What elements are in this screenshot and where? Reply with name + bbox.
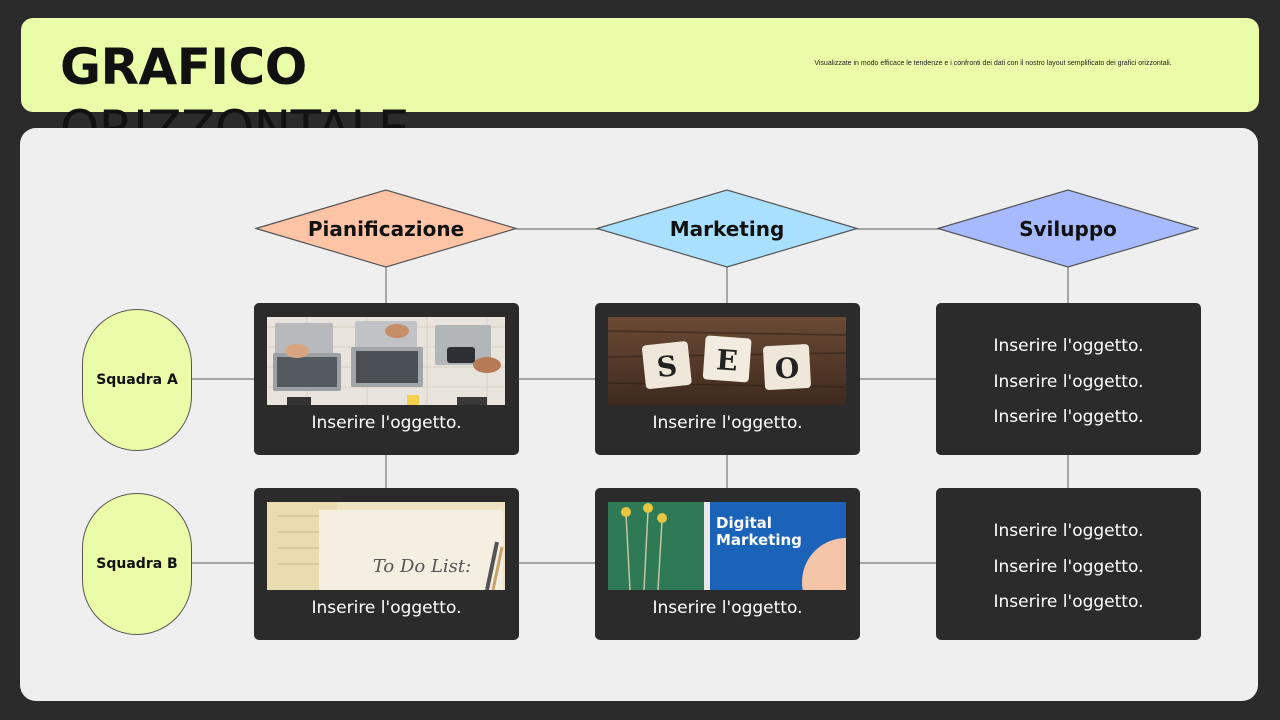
list-item: Inserire l'oggetto. [993, 336, 1144, 356]
column-label: Pianificazione [307, 216, 465, 241]
card-b-pianificazione: To Do List: Inserire l'oggetto. [254, 488, 519, 640]
todo-text: To Do List: [373, 556, 471, 577]
card-caption: Inserire l'oggetto. [652, 598, 803, 618]
card-b-marketing: Digital Marketing Inserire l'oggetto. [595, 488, 860, 640]
card-caption: Inserire l'oggetto. [652, 413, 803, 433]
card-b-sviluppo: Inserire l'oggetto. Inserire l'oggetto. … [936, 488, 1201, 640]
diamond-fill-2 [937, 189, 1199, 268]
list-item: Inserire l'oggetto. [993, 371, 1144, 392]
digital-marketing-illustration: Digital Marketing [608, 502, 846, 590]
list-item: Inserire l'oggetto. [993, 592, 1144, 612]
column-header-pianificazione: Pianificazione [255, 189, 517, 268]
card-list: Inserire l'oggetto. Inserire l'oggetto. … [936, 329, 1201, 436]
todo-photo: To Do List: [267, 502, 505, 590]
card-a-sviluppo: Inserire l'oggetto. Inserire l'oggetto. … [936, 303, 1201, 455]
svg-text:E: E [715, 343, 739, 377]
diamond-shape [937, 189, 1199, 268]
digital-text: Digital [716, 514, 772, 532]
card-caption: Inserire l'oggetto. [311, 598, 462, 618]
svg-text:O: O [774, 351, 800, 385]
laptops-illustration [267, 317, 505, 405]
diamond-fill-1 [596, 189, 858, 268]
list-item: Inserire l'oggetto. [993, 556, 1144, 577]
diamond-fill-0 [255, 189, 517, 268]
todo-list-illustration: To Do List: [267, 502, 505, 590]
column-label: Sviluppo [1019, 216, 1117, 241]
team-squadra-b: Squadra B [82, 493, 192, 635]
digital-marketing-photo: Digital Marketing [608, 502, 846, 590]
marketing-text: Marketing [716, 531, 802, 549]
diamond-shape [255, 189, 517, 268]
diamond-shape [596, 189, 858, 268]
card-a-marketing: S E O Inserire l'oggetto. [595, 303, 860, 455]
svg-text:S: S [655, 349, 679, 384]
list-item: Inserire l'oggetto. [993, 407, 1144, 427]
page-subtitle: Visualizzate in modo efficace le tendenz… [814, 60, 1172, 67]
seo-tiles-illustration: S E O [608, 317, 846, 405]
team-squadra-a: Squadra A [82, 309, 192, 451]
seo-photo: S E O [608, 317, 846, 405]
title-bold: GRAFICO [60, 38, 307, 96]
card-caption: Inserire l'oggetto. [311, 413, 462, 433]
column-header-marketing: Marketing [596, 189, 858, 268]
column-label: Marketing [669, 216, 785, 241]
list-item: Inserire l'oggetto. [993, 521, 1144, 541]
laptops-photo [267, 317, 505, 405]
card-a-pianificazione: Inserire l'oggetto. [254, 303, 519, 455]
column-header-sviluppo: Sviluppo [937, 189, 1199, 268]
card-list: Inserire l'oggetto. Inserire l'oggetto. … [936, 514, 1201, 621]
title-bar: GRAFICO ORIZZONTALE Visualizzate in modo… [21, 18, 1259, 158]
